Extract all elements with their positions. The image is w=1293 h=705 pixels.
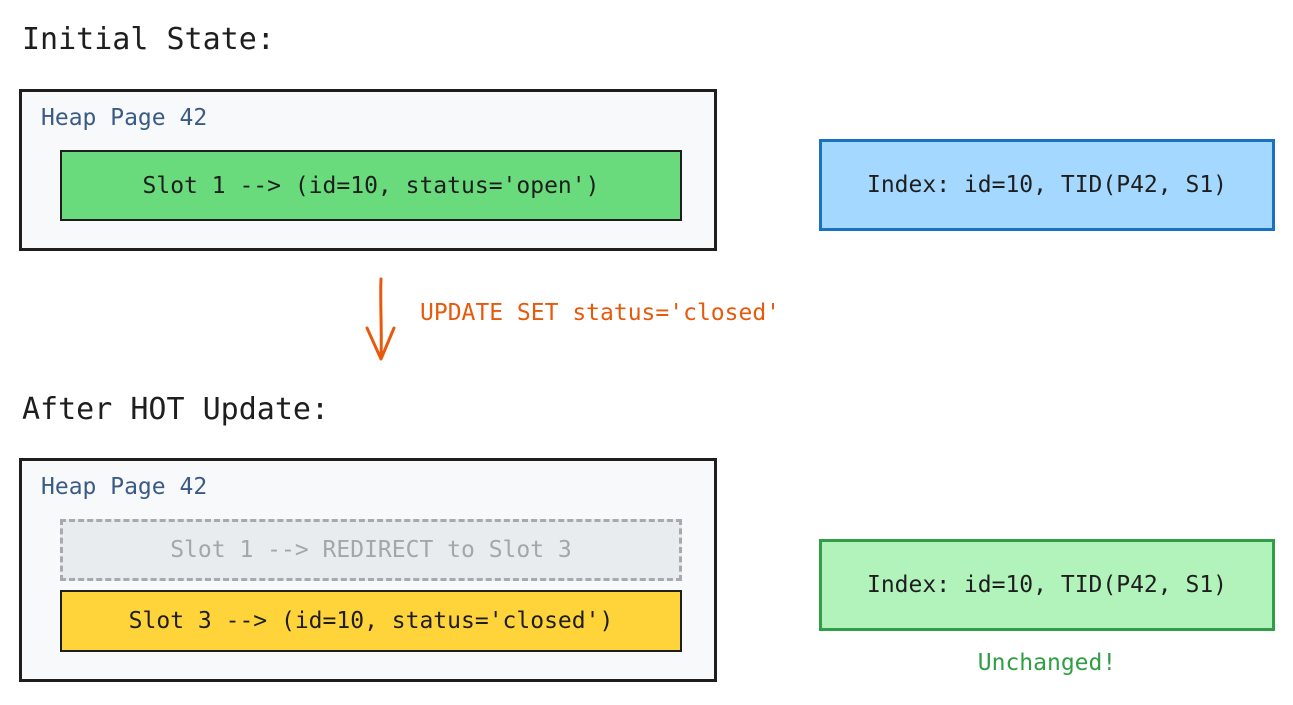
heap-page-label: Heap Page 42: [41, 474, 208, 500]
down-arrow-icon: [365, 277, 396, 361]
index-entry-initial: Index: id=10, TID(P42, S1): [819, 139, 1275, 231]
slot-1-redirect: Slot 1 --> REDIRECT to Slot 3: [60, 519, 682, 581]
slot-3-closed: Slot 3 --> (id=10, status='closed'): [60, 590, 682, 652]
after-update-title: After HOT Update:: [22, 392, 330, 427]
index-entry-after: Index: id=10, TID(P42, S1): [819, 539, 1275, 631]
heap-page-after: Heap Page 42 Slot 1 --> REDIRECT to Slot…: [19, 458, 717, 682]
heap-page-initial: Heap Page 42 Slot 1 --> (id=10, status='…: [19, 89, 717, 251]
update-statement-label: UPDATE SET status='closed': [420, 300, 781, 326]
slot-1-open: Slot 1 --> (id=10, status='open'): [60, 150, 682, 221]
heap-page-label: Heap Page 42: [41, 105, 208, 131]
initial-state-title: Initial State:: [22, 22, 275, 57]
unchanged-note: Unchanged!: [977, 650, 1117, 676]
